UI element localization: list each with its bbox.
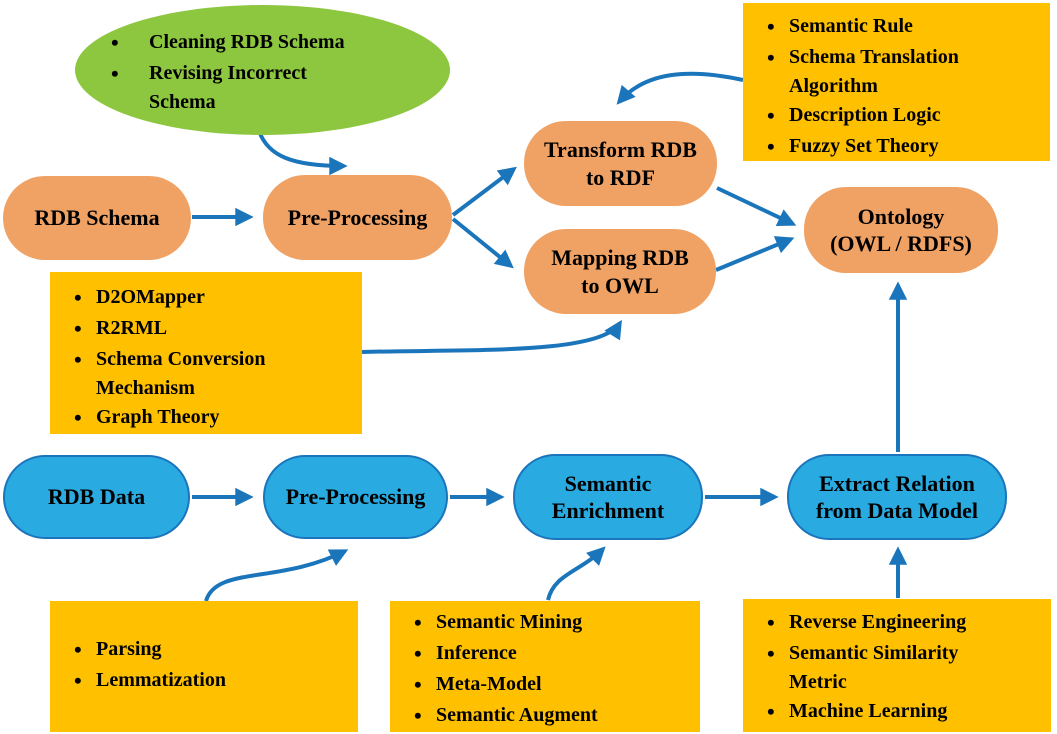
callout-preprocessing-techniques: Parsing Lemmatization — [50, 601, 358, 732]
bullet-item: R2RML — [50, 314, 362, 345]
bullet-text: Meta-Model — [436, 673, 542, 695]
bullet-dot-icon — [50, 283, 96, 314]
bullet-text: Machine Learning — [789, 700, 948, 722]
node-pre-processing-data-label: Pre-Processing — [285, 484, 426, 510]
bullet-item: Lemmatization — [50, 666, 358, 697]
bullet-text: Fuzzy Set Theory — [789, 135, 939, 157]
node-semantic-enrichment-label: Semantic Enrichment — [551, 470, 665, 524]
bullet-dot-icon — [50, 345, 96, 376]
bullet-dot-icon — [50, 314, 96, 345]
bullet-item: Semantic Rule — [743, 12, 1050, 43]
bullet-dot-icon — [111, 59, 149, 90]
node-rdb-data: RDB Data — [3, 455, 190, 539]
bullet-item: Reverse Engineering — [743, 608, 1051, 639]
bullet-text: D2OMapper — [96, 286, 205, 308]
bullet-item: Fuzzy Set Theory — [743, 132, 1050, 163]
callout-schema-cleaning: Cleaning RDB Schema Revising Incorrect S… — [75, 5, 450, 135]
callout-enrichment-techniques: Semantic Mining Inference Meta-Model Sem… — [390, 601, 700, 732]
bullet-dot-icon — [743, 608, 789, 639]
callout-transform-techniques: Semantic Rule Schema Translation Algorit… — [743, 3, 1050, 161]
bullet-text: Lemmatization — [96, 669, 226, 691]
node-mapping-rdb-to-owl: Mapping RDB to OWL — [524, 229, 716, 314]
bullet-item: D2OMapper — [50, 283, 362, 314]
node-rdb-schema: RDB Schema — [3, 176, 191, 260]
bullet-text: Revising Incorrect Schema — [149, 62, 307, 113]
callout-mapping-techniques: D2OMapper R2RML Schema Conversion Mechan… — [50, 272, 362, 434]
bullet-text: R2RML — [96, 317, 168, 339]
bullet-text: Description Logic — [789, 104, 941, 126]
edge-mapping-ontology — [715, 236, 795, 272]
bullet-item: Machine Learning — [743, 697, 1051, 728]
bullet-item: Parsing — [50, 635, 358, 666]
bullet-dot-icon — [390, 670, 436, 701]
bullet-text: Cleaning RDB Schema — [149, 31, 345, 53]
bullet-dot-icon — [390, 608, 436, 639]
bullet-dot-icon — [743, 639, 789, 670]
node-pre-processing-data: Pre-Processing — [263, 455, 448, 539]
edge-parsing-preprocessing2 — [204, 549, 349, 602]
bullet-text: Parsing — [96, 638, 162, 660]
edge-preprocessing-transform — [451, 166, 517, 217]
bullet-text: Inference — [436, 642, 517, 664]
bullet-item: Semantic Augment — [390, 701, 700, 732]
bullet-text: Semantic Mining — [436, 611, 583, 633]
bullet-text: Semantic Augment — [436, 704, 598, 726]
bullet-item: Description Logic — [743, 101, 1050, 132]
edge-mappingtechniques-mapping — [361, 319, 622, 354]
bullet-text: Schema Translation Algorithm — [789, 46, 959, 97]
bullet-text: Schema Conversion Mechanism — [96, 348, 266, 399]
bullet-item: Semantic Mining — [390, 608, 700, 639]
node-transform-rdb-to-rdf: Transform RDB to RDF — [524, 121, 717, 206]
bullet-dot-icon — [390, 701, 436, 732]
bullet-item: Graph Theory — [50, 403, 362, 434]
bullet-item: Schema Translation Algorithm — [743, 43, 1050, 101]
node-pre-processing-schema-label: Pre-Processing — [287, 204, 428, 230]
edge-transform-ontology — [716, 186, 797, 227]
bullet-item: Inference — [390, 639, 700, 670]
bullet-item: Semantic Similarity Metric — [743, 639, 1051, 697]
node-semantic-enrichment: Semantic Enrichment — [513, 454, 703, 540]
bullet-dot-icon — [743, 697, 789, 728]
bullet-dot-icon — [743, 132, 789, 163]
node-ontology: Ontology (OWL / RDFS) — [804, 187, 998, 273]
node-mapping-rdb-to-owl-label: Mapping RDB to OWL — [551, 245, 689, 298]
edge-preprocessing-mapping — [451, 217, 514, 269]
bullet-dot-icon — [743, 43, 789, 74]
edge-cleaning-preprocessing — [257, 130, 348, 176]
bullet-item: Schema Conversion Mechanism — [50, 345, 362, 403]
bullet-dot-icon — [111, 28, 149, 59]
node-ontology-label: Ontology (OWL / RDFS) — [830, 203, 972, 257]
bullet-text: Reverse Engineering — [789, 611, 967, 633]
node-transform-rdb-to-rdf-label: Transform RDB to RDF — [544, 137, 697, 190]
bullet-dot-icon — [743, 101, 789, 132]
bullet-dot-icon — [50, 635, 96, 666]
node-extract-relation-label: Extract Relation from Data Model — [815, 470, 979, 524]
node-rdb-data-label: RDB Data — [47, 484, 146, 510]
node-rdb-schema-label: RDB Schema — [34, 205, 160, 231]
bullet-text: Semantic Similarity Metric — [789, 642, 959, 693]
bullet-text: Graph Theory — [96, 406, 220, 428]
bullet-text: Semantic Rule — [789, 15, 913, 37]
bullet-dot-icon — [50, 403, 96, 434]
bullet-item: Cleaning RDB Schema — [111, 28, 450, 59]
edge-mining-enrichment — [546, 546, 606, 601]
bullet-item: Meta-Model — [390, 670, 700, 701]
bullet-dot-icon — [50, 666, 96, 697]
bullet-dot-icon — [743, 12, 789, 43]
node-pre-processing-schema: Pre-Processing — [263, 175, 452, 260]
node-extract-relation: Extract Relation from Data Model — [787, 454, 1007, 540]
bullet-item: Revising Incorrect Schema — [111, 59, 450, 117]
edge-transformtechniques-transform — [616, 71, 744, 105]
callout-extraction-techniques: Reverse Engineering Semantic Similarity … — [743, 599, 1051, 732]
bullet-dot-icon — [390, 639, 436, 670]
